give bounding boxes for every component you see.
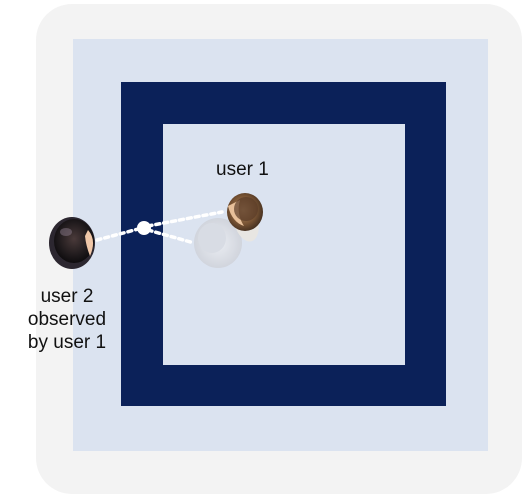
user1-person-icon xyxy=(227,193,263,242)
sight-line-to-user1-ghost xyxy=(146,228,196,245)
observation-point-icon xyxy=(137,221,151,235)
sight-line-to-user1 xyxy=(146,210,224,228)
user2-label: user 2 observed by user 1 xyxy=(14,285,120,354)
sight-line-to-user2 xyxy=(95,226,144,242)
user1-ghost-icon xyxy=(194,218,242,268)
user2-label-line2: observed xyxy=(27,309,107,330)
user2-label-line1: user 2 xyxy=(40,286,94,307)
sight-lines xyxy=(95,210,224,245)
user2-label-line3: by user 1 xyxy=(27,332,107,353)
user2-person-icon xyxy=(49,217,95,269)
user1-label: user 1 xyxy=(216,159,269,180)
